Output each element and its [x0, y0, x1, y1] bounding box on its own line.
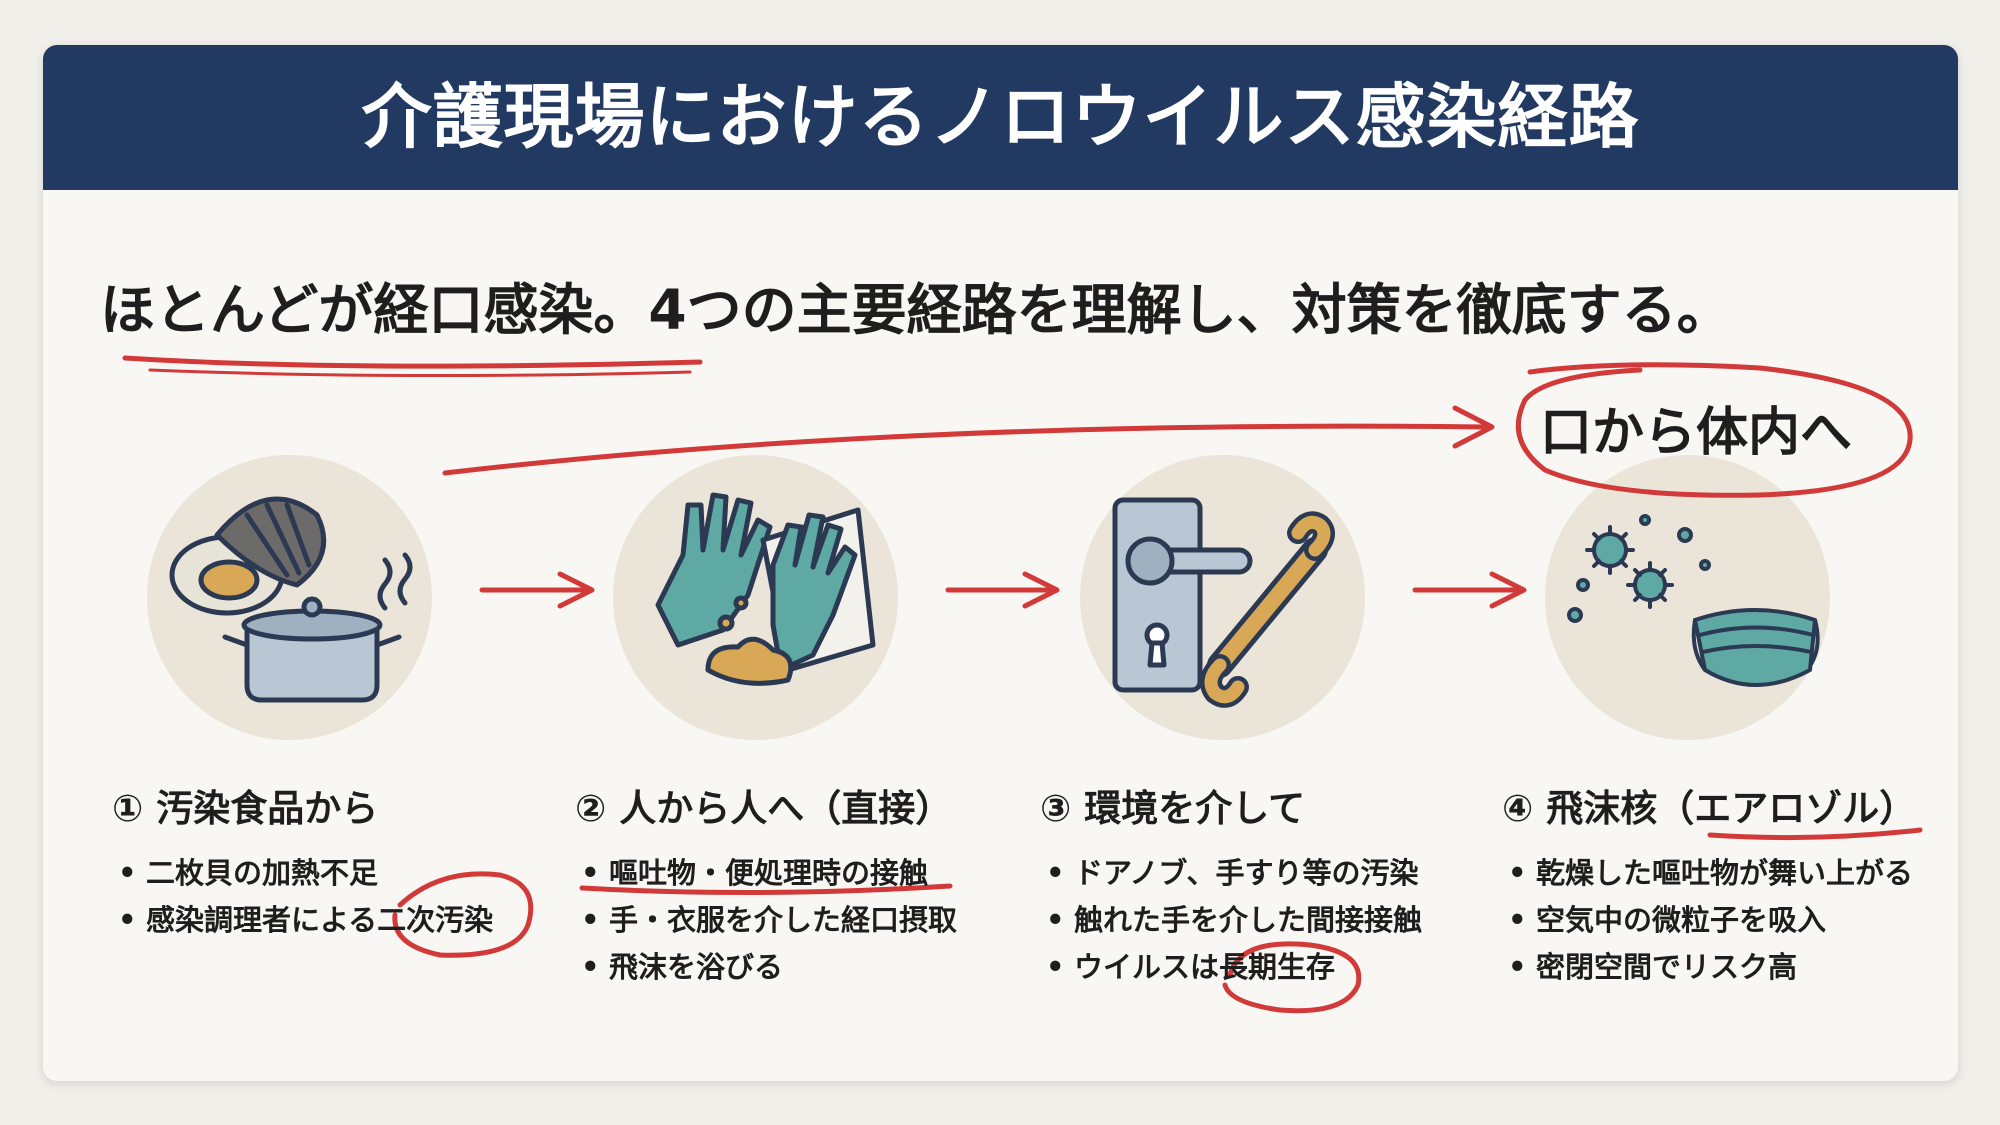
arrow-2-3 — [945, 571, 1060, 609]
route-3-list: ドアノブ、手すり等の汚染 触れた手を介した間接接触 ウイルスは長期生存 — [1040, 850, 1480, 991]
highlight-underline-aerosol — [1707, 827, 1923, 841]
route-1-list: 二枚貝の加熱不足 感染調理者による二次汚染 — [112, 850, 552, 944]
route-1-title: ① 汚染食品から — [112, 787, 379, 830]
list-item: 嘔吐物・便処理時の接触 — [575, 850, 1015, 897]
list-item: ウイルスは長期生存 — [1040, 944, 1480, 991]
virus-mask-icon — [1567, 514, 1820, 687]
callout-label: 口から体内へ — [1540, 403, 1853, 463]
subtitle-underline — [122, 355, 703, 369]
arrow-1-2 — [479, 571, 595, 609]
list-item: ドアノブ、手すり等の汚染 — [1040, 850, 1480, 897]
route-3: ③ 環境を介して ドアノブ、手すり等の汚染 触れた手を介した間接接触 ウイルスは… — [1040, 778, 1480, 991]
route-1-circle — [147, 455, 432, 740]
route-3-title: ③ 環境を介して — [1040, 787, 1306, 830]
gloves-vomit-icon — [655, 492, 876, 686]
doorknob-handrail-icon — [1112, 497, 1335, 708]
route-4-circle — [1545, 455, 1830, 740]
title-bar: 介護現場におけるノロウイルス感染経路 — [43, 45, 1958, 190]
route-2-circle — [613, 455, 898, 740]
route-4-list: 乾燥した嘔吐物が舞い上がる 空気中の微粒子を吸入 密閉空間でリスク高 — [1502, 850, 1942, 991]
callout-arrow-head — [1452, 405, 1495, 449]
list-item: 密閉空間でリスク高 — [1502, 944, 1942, 991]
callout-circle — [1515, 362, 1913, 498]
list-item: 乾燥した嘔吐物が舞い上がる — [1502, 850, 1942, 897]
route-3-circle — [1080, 455, 1365, 740]
route-4-title: ④ 飛沫核（エアロゾル） — [1502, 787, 1917, 830]
subtitle: ほとんどが経口感染。4つの主要経路を理解し、対策を徹底する。 — [100, 278, 1732, 342]
route-4: ④ 飛沫核（エアロゾル） 乾燥した嘔吐物が舞い上がる 空気中の微粒子を吸入 密閉… — [1502, 778, 1942, 991]
route-2: ② 人から人へ（直接） 嘔吐物・便処理時の接触 手・衣服を介した経口摂取 飛沫を… — [575, 778, 1015, 991]
list-item: 二枚貝の加熱不足 — [112, 850, 552, 897]
list-item: 空気中の微粒子を吸入 — [1502, 897, 1942, 944]
page-title: 介護現場におけるノロウイルス感染経路 — [361, 76, 1640, 158]
subtitle-underline-2 — [148, 368, 692, 378]
list-item: 飛沫を浴びる — [575, 944, 1015, 991]
route-2-list: 嘔吐物・便処理時の接触 手・衣服を介した経口摂取 飛沫を浴びる — [575, 850, 1015, 991]
route-1: ① 汚染食品から 二枚貝の加熱不足 感染調理者による二次汚染 — [112, 778, 552, 944]
list-item: 手・衣服を介した経口摂取 — [575, 897, 1015, 944]
list-item: 感染調理者による二次汚染 — [112, 897, 552, 944]
arrow-3-4 — [1412, 571, 1527, 609]
shellfish-pot-icon — [169, 496, 413, 703]
callout-arrow — [442, 423, 1488, 476]
route-2-title: ② 人から人へ（直接） — [575, 787, 953, 830]
list-item: 触れた手を介した間接接触 — [1040, 897, 1480, 944]
